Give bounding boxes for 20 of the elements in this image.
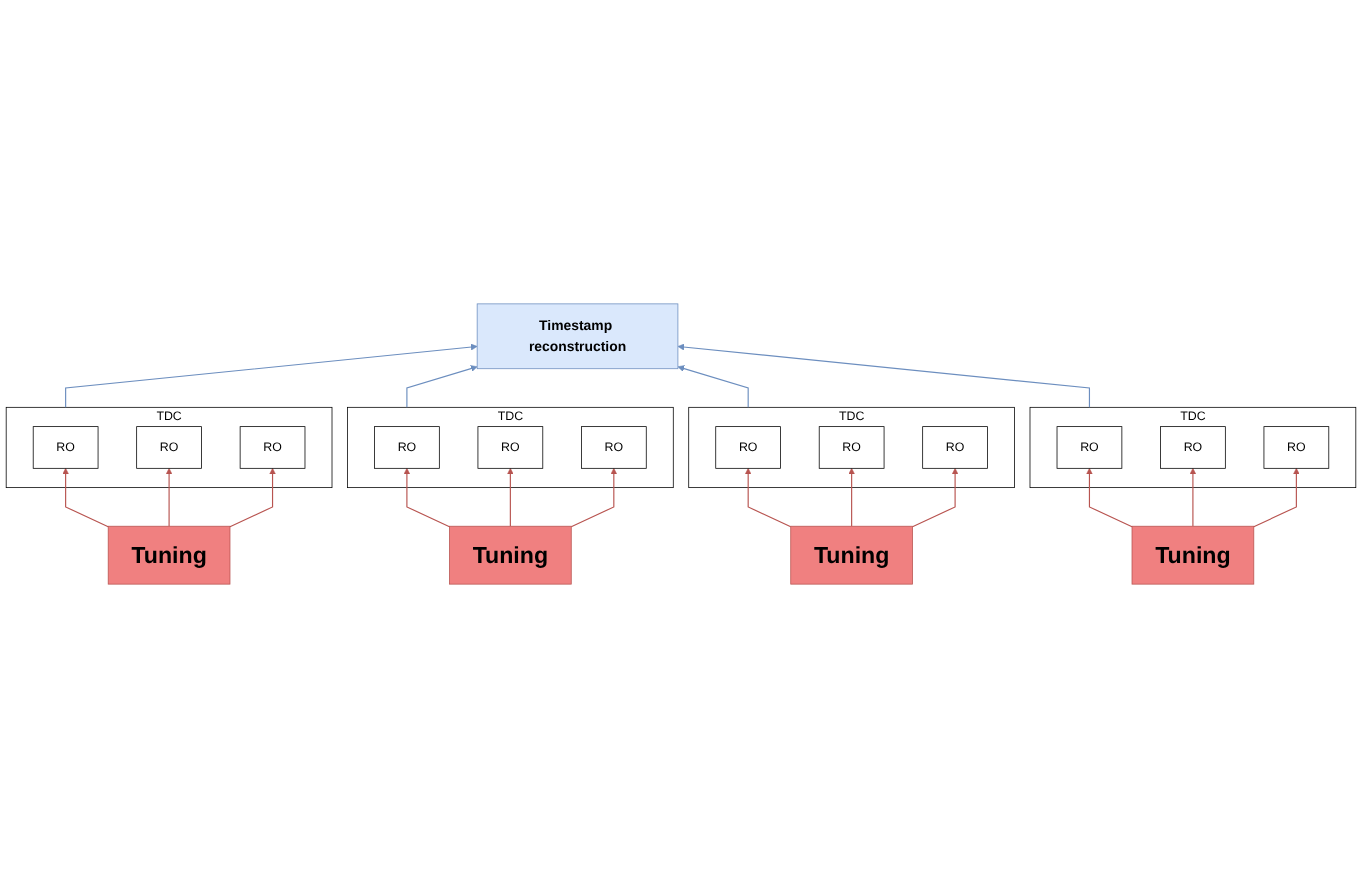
arrow (1189, 468, 1197, 527)
arrow (65, 343, 478, 408)
arrow (1086, 468, 1133, 528)
arrow (848, 468, 856, 527)
arrow (403, 468, 451, 528)
arrow (506, 468, 514, 527)
node-box: Tuning (449, 525, 572, 585)
arrow (406, 365, 478, 408)
arrow (677, 343, 1091, 408)
arrow (1253, 468, 1300, 528)
arrow (911, 468, 959, 528)
arrow (229, 468, 276, 528)
node-box: Tuning (1131, 525, 1255, 585)
arrow (165, 468, 173, 527)
node-box: Tuning (107, 525, 231, 585)
arrow (677, 365, 749, 408)
arrow (744, 468, 792, 528)
arrow (62, 468, 109, 528)
arrow (570, 468, 618, 528)
node-box: Tuning (790, 525, 913, 585)
